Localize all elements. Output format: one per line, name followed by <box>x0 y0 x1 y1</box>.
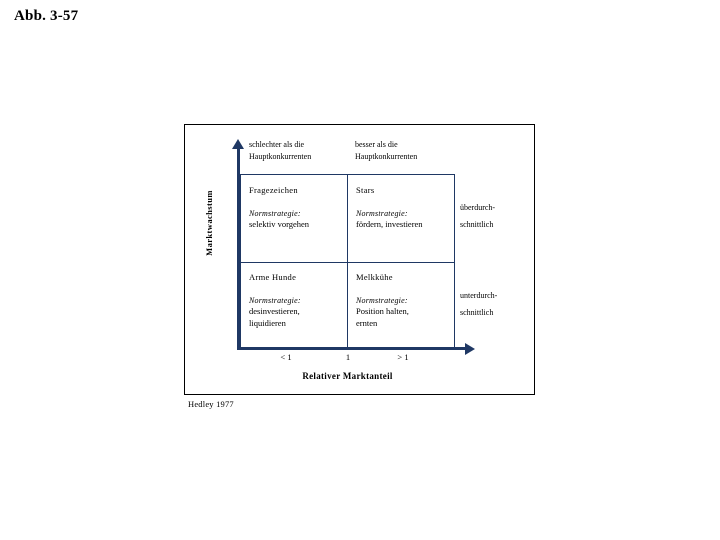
x-axis-tick-label: > 1 <box>397 352 409 362</box>
quadrant-cell: Fragezeichen Normstrategie: selektiv vor… <box>249 185 349 231</box>
row-label-upper: überdurch- schnittlich <box>460 203 496 229</box>
x-axis-tick-label: 1 <box>345 352 351 362</box>
quadrant-title: Stars <box>356 185 375 195</box>
y-axis-line <box>237 147 240 350</box>
quadrant-title: Arme Hunde <box>249 272 297 282</box>
quadrant-title: Fragezeichen <box>249 185 298 195</box>
quadrant-cell: Arme Hunde Normstrategie: desinvestieren… <box>249 272 349 329</box>
matrix-horizontal-divider <box>240 262 455 263</box>
y-axis-arrow-icon <box>232 139 244 149</box>
quadrant-strategy-text: selektiv vorgehen <box>249 219 310 229</box>
quadrant-cell: Melkkühe Normstrategie: Position halten,… <box>356 272 456 329</box>
quadrant-strategy-text: desinvestieren, liquidieren <box>249 306 300 328</box>
source-note: Hedley 1977 <box>188 399 234 409</box>
page-title: Abb. 3-57 <box>14 8 79 24</box>
row-label-lower: unterdurch- schnittlich <box>460 291 498 317</box>
x-axis-label: Relativer Marktanteil <box>302 371 393 381</box>
quadrant-title: Melkkühe <box>356 272 393 282</box>
quadrant-strategy-label: Normstrategie: <box>249 209 301 218</box>
quadrant-strategy-text: Position halten, ernten <box>356 306 409 328</box>
x-axis-tick-label: < 1 <box>280 352 292 362</box>
y-axis-label: Marktwachstum <box>204 190 214 256</box>
quadrant-strategy-label: Normstrategie: <box>356 296 408 305</box>
quadrant-cell: Stars Normstrategie: fördern, investiere… <box>356 185 456 231</box>
x-axis-arrow-icon <box>465 343 475 355</box>
column-header-left: schlechter als die Hauptkonkurrenten <box>249 140 312 161</box>
quadrant-strategy-label: Normstrategie: <box>356 209 408 218</box>
quadrant-strategy-text: fördern, investieren <box>356 219 423 229</box>
column-header-right: besser als die Hauptkonkurrenten <box>355 140 418 161</box>
quadrant-strategy-label: Normstrategie: <box>249 296 301 305</box>
